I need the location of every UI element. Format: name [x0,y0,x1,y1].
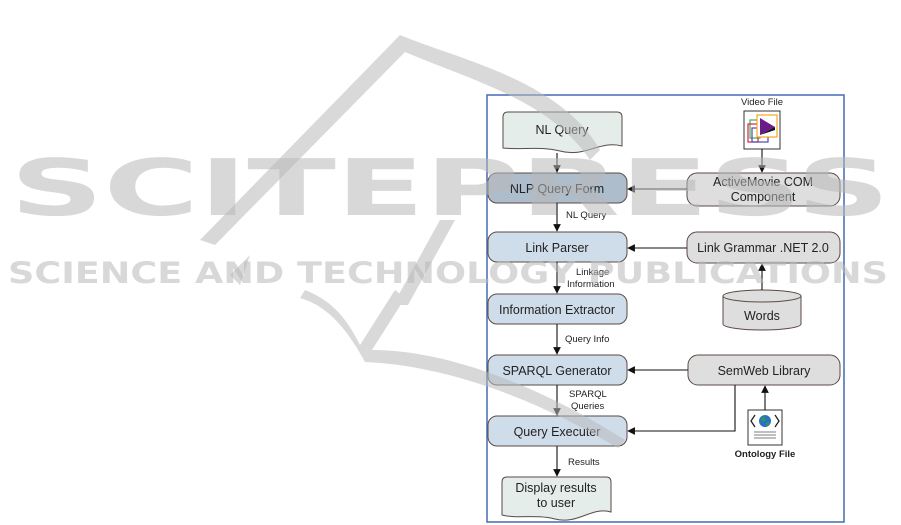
ontology-file: Ontology File [735,409,796,460]
node-nlp-query-form: NLP Query Form [487,172,628,204]
video-file-icon [743,110,781,150]
node-words: Words [722,289,802,331]
node-link-parser: Link Parser [487,231,628,263]
node-sparql-generator: SPARQL Generator [487,354,628,386]
node-query-executer-label: Query Executer [514,425,601,439]
edge-label-linkage-2: Information [567,279,615,290]
node-activemovie-line1: ActiveMovie COM [713,175,813,189]
node-information-extractor: Information Extractor [487,293,628,325]
node-display-results: Display results to user [501,476,612,521]
node-activemovie-line2: Component [731,190,796,204]
edge-label-linkage-1: Linkage [576,267,609,278]
node-information-extractor-label: Information Extractor [499,303,615,317]
ontology-file-icon [747,409,783,446]
node-semweb: SemWeb Library [687,354,841,386]
edge-label-results: Results [568,457,600,468]
node-nlp-query-form-label: NLP Query Form [510,182,604,196]
ontology-file-caption: Ontology File [735,449,796,460]
node-link-grammar: Link Grammar .NET 2.0 [686,231,841,264]
node-activemovie: ActiveMovie COM Component [686,172,841,207]
edge-semweb-to-executer [627,385,736,435]
edge-label-query-info: Query Info [565,334,609,345]
node-link-grammar-label: Link Grammar .NET 2.0 [697,241,829,255]
node-link-parser-label: Link Parser [525,241,588,255]
video-file-caption: Video File [741,97,783,108]
edge-label-nl-query: NL Query [566,210,607,221]
node-query-executer: Query Executer [487,415,628,447]
edge-label-sparql-2: Queries [571,401,605,412]
node-sparql-generator-label: SPARQL Generator [502,364,611,378]
node-semweb-label: SemWeb Library [718,364,812,378]
node-words-label: Words [744,309,780,323]
node-display-results-line1: Display results [515,481,596,495]
node-nl-query-label: NL Query [535,123,589,137]
node-display-results-line2: to user [537,496,575,510]
video-file: Video File [741,97,783,150]
edge-label-sparql-1: SPARQL [569,389,607,400]
